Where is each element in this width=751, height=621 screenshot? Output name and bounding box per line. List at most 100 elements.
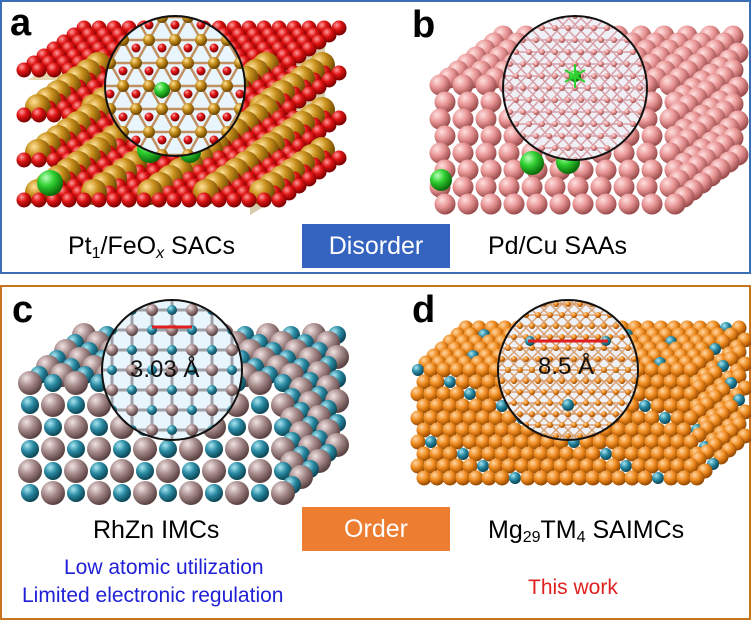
mg-atom — [416, 446, 432, 462]
cu-atom — [434, 91, 456, 113]
mg-atom — [416, 398, 432, 414]
mg-atom — [663, 398, 679, 414]
mg-atom — [605, 434, 621, 450]
mg-atom — [488, 410, 504, 426]
cu-atom — [591, 49, 597, 55]
cu-atom — [520, 61, 526, 67]
zn-atom — [67, 396, 85, 414]
cu-atom — [452, 74, 474, 96]
cu-atom — [526, 97, 532, 103]
caption-pd-cu: Pd/Cu SAAs — [488, 232, 627, 260]
rh-atom — [146, 344, 158, 356]
mg-atom — [559, 356, 565, 362]
mg-atom — [468, 422, 484, 438]
mg-atom — [416, 422, 432, 438]
oxygen-atom — [31, 192, 47, 208]
oxygen-atom — [170, 66, 180, 76]
zn-atom — [251, 440, 269, 458]
mg-atom — [449, 362, 465, 378]
mg-atom — [631, 356, 637, 362]
mg-atom — [571, 422, 577, 428]
rh-atom — [133, 437, 157, 461]
zn-atom — [205, 484, 223, 502]
iron-atom — [169, 80, 181, 92]
bond-line — [574, 75, 586, 83]
mg-atom — [494, 470, 510, 486]
mg-atom — [613, 411, 619, 417]
mg-atom — [583, 312, 589, 318]
mg-atom — [517, 389, 523, 395]
iron-atom — [182, 57, 194, 69]
oxygen-atom — [196, 192, 212, 208]
mg-atom — [585, 446, 601, 462]
tm-atom — [477, 460, 489, 472]
note-limited-regulation: Limited electronic regulation — [22, 584, 284, 607]
mg-atom — [559, 446, 575, 462]
mg-atom — [631, 458, 647, 474]
mg-atom — [462, 458, 478, 474]
cu-atom — [559, 61, 565, 67]
mg-atom — [436, 434, 452, 450]
mg-atom — [583, 378, 589, 384]
cu-atom — [664, 193, 686, 215]
cu-atom — [572, 157, 578, 160]
mg-atom — [571, 356, 577, 362]
cu-atom — [434, 193, 456, 215]
cu-atom — [559, 37, 565, 43]
rh-atom — [126, 404, 138, 416]
cu-atom — [521, 176, 543, 198]
mg-atom — [511, 378, 517, 384]
mg-atom — [520, 470, 536, 486]
cu-atom — [617, 49, 623, 55]
pd-single-atom — [520, 151, 544, 175]
panel-label-a: a — [10, 2, 32, 44]
mg-atom — [541, 345, 547, 351]
mg-atom — [553, 367, 559, 373]
mg-atom — [547, 312, 553, 318]
mg-atom — [499, 378, 505, 384]
mg-atom — [650, 446, 666, 462]
oxygen-atom — [226, 192, 242, 208]
oxygen-atom — [76, 192, 92, 208]
rh-atom — [87, 437, 111, 461]
rh-atom — [206, 364, 218, 376]
zn-atom — [228, 462, 246, 480]
mg-atom — [637, 374, 653, 390]
mg-atom — [637, 446, 653, 462]
cu-atom — [578, 121, 584, 127]
oxygen-atom — [222, 66, 232, 76]
mg-atom — [631, 378, 637, 384]
mg-atom — [468, 374, 484, 390]
mg-atom — [611, 470, 627, 486]
zn-atom — [21, 396, 39, 414]
mg-atom — [494, 446, 510, 462]
zn-atom — [227, 365, 237, 375]
mg-atom — [535, 422, 541, 428]
cu-atom — [475, 142, 497, 164]
cu-atom — [559, 85, 565, 91]
cu-atom — [567, 176, 589, 198]
mg-atom — [541, 389, 547, 395]
cu-atom — [533, 85, 539, 91]
mg-atom — [410, 458, 426, 474]
iron-atom — [208, 57, 220, 69]
rh-atom — [64, 459, 88, 483]
zn-atom — [90, 462, 108, 480]
cu-atom — [526, 121, 532, 127]
cu-atom — [552, 25, 558, 31]
cu-atom — [591, 73, 597, 79]
mg-atom — [650, 398, 666, 414]
distance-label-c: 3.03 Å — [130, 356, 200, 383]
mg-atom — [657, 458, 673, 474]
cu-atom — [552, 145, 558, 151]
cu-atom — [604, 97, 610, 103]
cu-atom — [498, 142, 520, 164]
iron-atom — [156, 103, 168, 115]
rh-atom — [146, 304, 158, 316]
rh-atom — [126, 324, 138, 336]
pd-single-atom — [430, 169, 452, 191]
cu-atom — [559, 109, 565, 115]
zn-atom — [21, 440, 39, 458]
cu-atom — [611, 61, 617, 67]
cu-atom — [539, 49, 545, 55]
